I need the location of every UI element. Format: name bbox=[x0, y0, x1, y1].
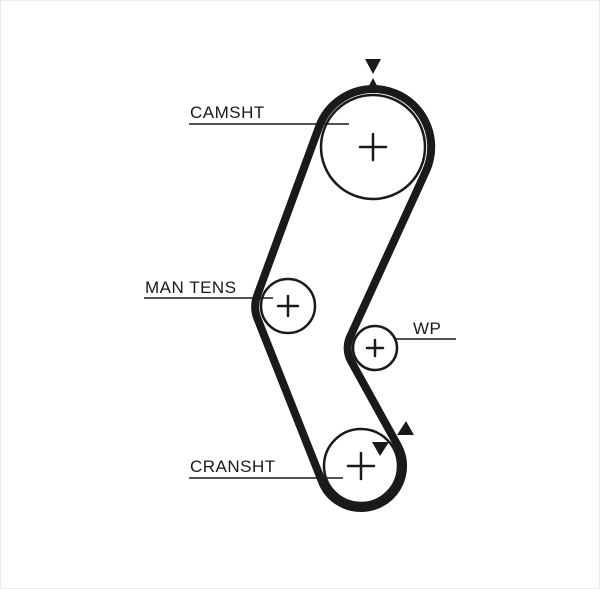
crank-outer-arrow-icon bbox=[397, 421, 414, 435]
water-pump-center-mark bbox=[365, 338, 385, 358]
top-up-arrow-icon bbox=[365, 78, 381, 93]
water-pump-label: WP bbox=[413, 319, 441, 338]
tensioner-center-mark bbox=[276, 294, 300, 318]
crankshaft-label: CRANSHT bbox=[190, 457, 276, 476]
camshaft-label: CAMSHT bbox=[190, 103, 265, 122]
crank-inner-arrow-icon bbox=[372, 442, 389, 456]
top-down-arrow-icon bbox=[365, 59, 381, 74]
crankshaft-center-mark bbox=[346, 451, 376, 481]
tensioner-label: MAN TENS bbox=[145, 278, 237, 297]
camshaft-center-mark bbox=[358, 132, 388, 162]
